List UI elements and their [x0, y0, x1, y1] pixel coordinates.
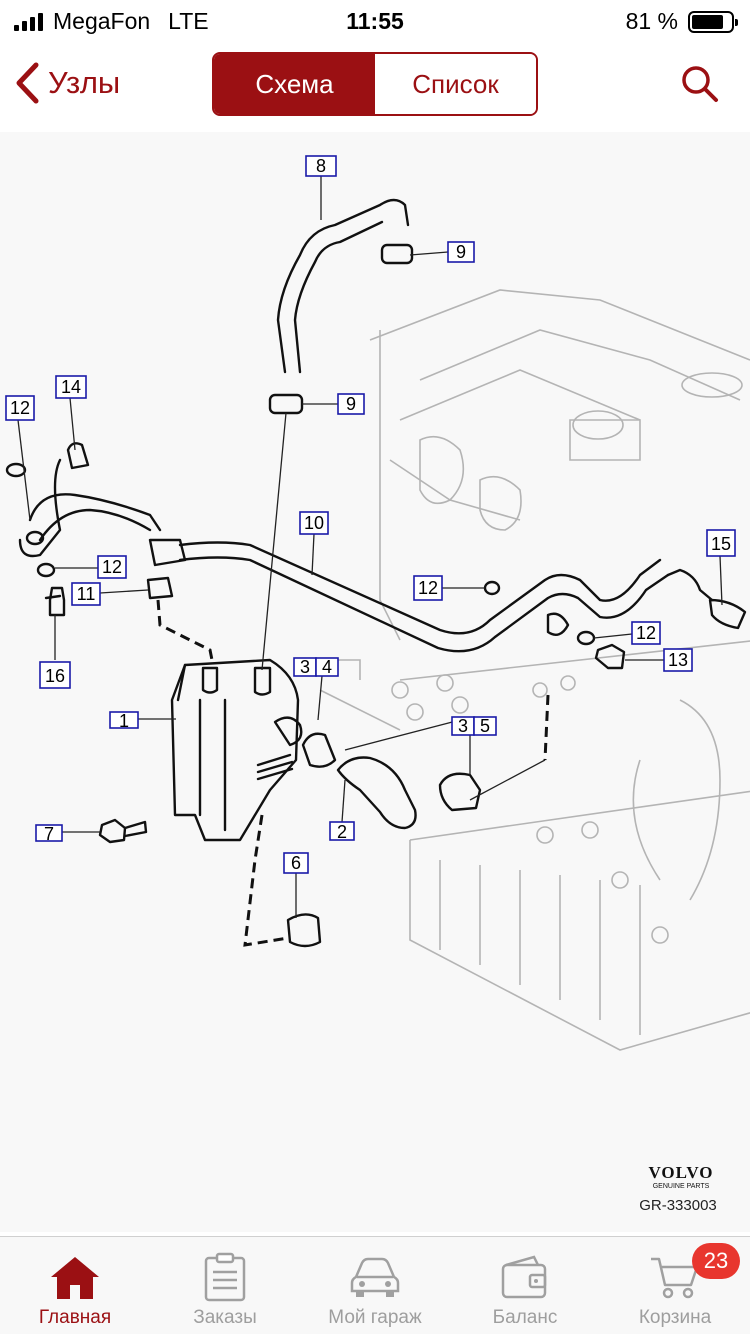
battery-icon: [688, 10, 738, 33]
parts-diagram-svg: 8 9 9 14 12 12 11 16 10 12 15 12 13 3 4 …: [5, 155, 750, 1214]
segment-list[interactable]: Список: [375, 54, 536, 114]
dashed-leaders: [156, 599, 550, 947]
cart-badge: 23: [692, 1243, 740, 1279]
parts-diagram[interactable]: 8 9 9 14 12 12 11 16 10 12 15 12 13 3 4 …: [0, 132, 750, 1232]
callout-10[interactable]: 10: [304, 513, 324, 533]
battery-fill: [692, 14, 723, 29]
callout-9-bottom[interactable]: 9: [346, 394, 356, 414]
tab-balance-label: Баланс: [492, 1307, 558, 1328]
callout-12-mid-left[interactable]: 12: [102, 557, 122, 577]
callout-12-right[interactable]: 12: [636, 623, 656, 643]
status-time: 11:55: [346, 8, 404, 34]
search-button[interactable]: [680, 64, 720, 109]
tab-home-label: Главная: [38, 1307, 112, 1328]
status-left: MegaFon LTE: [14, 8, 209, 35]
callout-7[interactable]: 7: [44, 824, 54, 844]
battery-percent: 81 %: [625, 8, 678, 34]
back-label: Узлы: [48, 65, 121, 100]
callout-4[interactable]: 4: [322, 657, 332, 677]
callout-3-lower[interactable]: 3: [458, 716, 468, 736]
view-segmented-control: Схема Список: [212, 52, 538, 116]
cart-icon: [649, 1251, 701, 1303]
home-icon: [48, 1251, 102, 1303]
tab-garage-label: Мой гараж: [328, 1307, 422, 1328]
brand-name: VOLVO: [648, 1163, 713, 1182]
chevron-left-icon: [16, 62, 39, 104]
tab-bar: Главная Заказы Мой гараж Баланс Корзина …: [0, 1236, 750, 1334]
tab-balance[interactable]: Баланс: [450, 1237, 600, 1334]
callout-12-center[interactable]: 12: [418, 578, 438, 598]
nav-bar: Узлы Схема Список: [0, 44, 750, 130]
volvo-logo: VOLVO GENUINE PARTS: [648, 1163, 713, 1190]
car-icon: [348, 1251, 402, 1303]
status-bar: MegaFon LTE 11:55 81 %: [0, 0, 750, 44]
network-type: LTE: [168, 8, 209, 34]
segment-scheme[interactable]: Схема: [214, 54, 375, 114]
leader-lines: [17, 175, 723, 918]
wallet-icon: [500, 1251, 550, 1303]
signal-strength-icon: [14, 12, 43, 31]
tab-orders-label: Заказы: [193, 1307, 257, 1328]
callout-3-upper[interactable]: 3: [300, 657, 310, 677]
callout-8[interactable]: 8: [316, 156, 326, 176]
callout-13[interactable]: 13: [668, 650, 688, 670]
tab-cart-label: Корзина: [638, 1307, 712, 1328]
tab-orders[interactable]: Заказы: [150, 1237, 300, 1334]
tab-garage[interactable]: Мой гараж: [300, 1237, 450, 1334]
tab-cart[interactable]: Корзина 23: [600, 1237, 750, 1334]
tab-home[interactable]: Главная: [0, 1237, 150, 1334]
search-icon: [682, 66, 718, 102]
status-right: 81 %: [625, 8, 738, 35]
clipboard-icon: [203, 1251, 247, 1303]
callout-labels: 8 9 9 14 12 12 11 16 10 12 15 12 13 3 4 …: [5, 155, 736, 874]
callout-12-left[interactable]: 12: [10, 398, 30, 418]
callout-1[interactable]: 1: [119, 711, 129, 731]
callout-6[interactable]: 6: [291, 853, 301, 873]
carrier-name: MegaFon: [53, 8, 151, 34]
callout-2[interactable]: 2: [337, 822, 347, 842]
callout-9-top[interactable]: 9: [456, 242, 466, 262]
callout-14[interactable]: 14: [61, 377, 81, 397]
hose-assembly: [5, 198, 747, 948]
callout-11[interactable]: 11: [77, 584, 96, 604]
callout-5[interactable]: 5: [480, 716, 490, 736]
back-button[interactable]: Узлы: [14, 62, 120, 104]
diagram-code: GR-333003: [639, 1197, 717, 1214]
callout-15[interactable]: 15: [711, 534, 731, 554]
callout-16[interactable]: 16: [45, 666, 65, 686]
brand-subtitle: GENUINE PARTS: [653, 1183, 710, 1190]
